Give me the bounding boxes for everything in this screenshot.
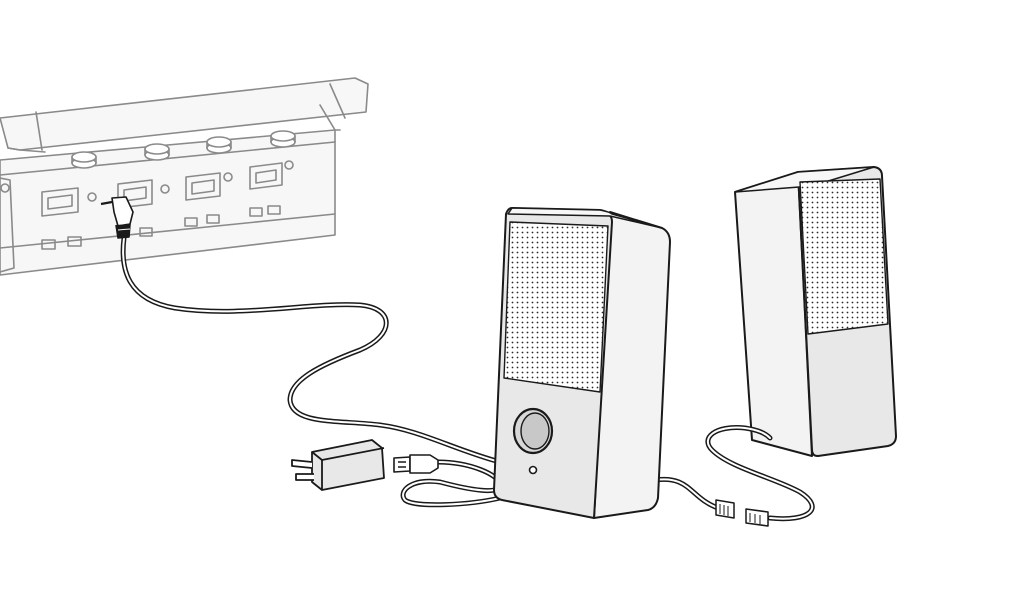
left-speaker — [493, 207, 671, 519]
right-speaker — [734, 166, 897, 457]
power-led-icon — [528, 465, 538, 475]
speaker-link-cable — [652, 425, 815, 522]
audio-plug — [100, 196, 134, 239]
left-speaker-grille — [503, 221, 609, 393]
volume-knob-icon — [512, 407, 554, 455]
usb-plug — [393, 454, 439, 474]
audio-cable — [120, 235, 503, 465]
panel-knobs — [71, 130, 296, 169]
power-adapter — [291, 439, 385, 491]
usb-cable — [400, 459, 503, 508]
right-speaker-grille — [799, 178, 889, 335]
panel-ports — [41, 160, 294, 250]
hub-port-panel — [0, 77, 369, 276]
speaker-connectors — [715, 499, 769, 527]
